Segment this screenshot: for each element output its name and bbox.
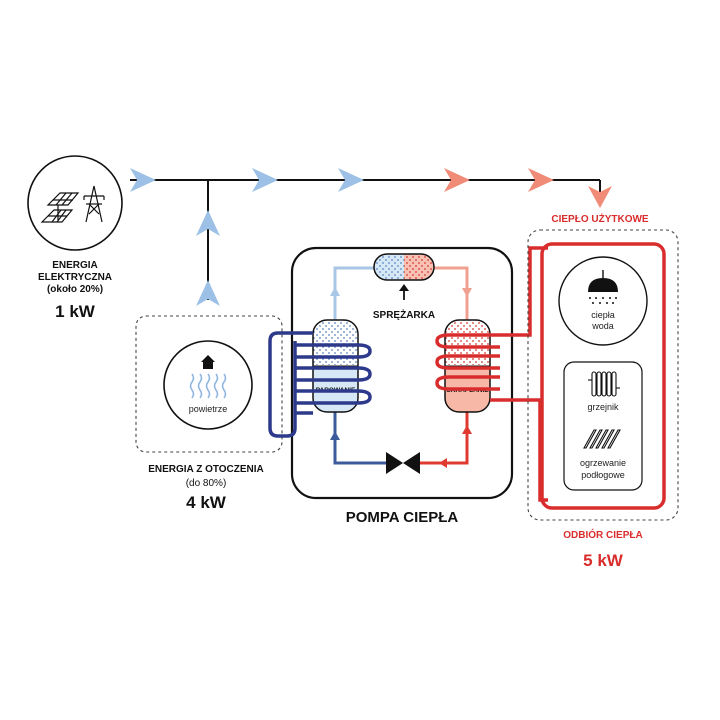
- heat-output: CIEPŁO UŻYTKOWE ciepła woda: [527, 212, 679, 570]
- liquid-pipe-hot: [420, 412, 469, 465]
- house-icon: [201, 355, 215, 369]
- environment-energy-label: ENERGIA Z OTOCZENIA: [148, 464, 264, 475]
- cold-refrigerant-pipe: [333, 266, 374, 320]
- expansion-valve-icon: [386, 452, 420, 474]
- solar-panels-icon: [40, 192, 80, 223]
- electric-energy-label: ELEKTRYCZNA: [38, 272, 112, 283]
- floor-heating-icon: [583, 429, 621, 449]
- hot-water-label: woda: [591, 321, 614, 331]
- floor-heating-label: ogrzewanie: [580, 458, 626, 468]
- heating-devices-box: [563, 361, 643, 491]
- compressor-arrow-icon: [399, 284, 409, 300]
- environment-energy-value: 4 kW: [186, 493, 227, 512]
- environment-energy-share: (do 80%): [186, 478, 227, 489]
- air-waves-icon: [189, 373, 227, 399]
- shower-icon: [588, 270, 618, 304]
- hot-refrigerant-pipe: [434, 266, 469, 320]
- flow-arrow: [252, 168, 278, 192]
- condenser-coil: [435, 246, 548, 502]
- hot-flow-arrows: [444, 168, 612, 208]
- electric-energy-label: ENERGIA: [52, 260, 98, 271]
- heat-output-label: ODBIÓR CIEPŁA: [563, 528, 642, 541]
- heat-pump-title: POMPA CIEPŁA: [346, 509, 459, 526]
- flow-arrow: [528, 168, 554, 192]
- radiator-icon: [588, 371, 620, 397]
- useful-heat-label: CIEPŁO UŻYTKOWE: [551, 212, 649, 225]
- evaporator-coil: [268, 331, 372, 438]
- flow-arrow: [338, 168, 364, 192]
- air-label: powietrze: [189, 404, 228, 414]
- compressor: SPRĘŻARKA: [373, 253, 435, 321]
- evaporator: PAROWANIE: [312, 319, 359, 413]
- floor-heating-label: podłogowe: [581, 470, 625, 480]
- electric-energy-source: ENERGIA ELEKTRYCZNA (około 20%) 1 kW: [27, 155, 123, 321]
- output-dashed-box: [527, 229, 679, 521]
- radiator-label: grzejnik: [587, 402, 619, 412]
- pipe-arrows: [330, 287, 472, 468]
- heating-circuit: [540, 242, 666, 510]
- flow-arrow: [588, 186, 612, 208]
- flow-arrow: [196, 210, 220, 236]
- hot-water-circle: [558, 256, 648, 346]
- heat-pump-box: [290, 246, 514, 500]
- compressor-label: SPRĘŻARKA: [373, 308, 435, 321]
- heat-pump: POMPA CIEPŁA: [290, 246, 514, 526]
- flow-arrow: [130, 168, 156, 192]
- heat-output-value: 5 kW: [583, 551, 624, 570]
- power-pylon-icon: [83, 185, 105, 223]
- environment-energy: powietrze ENERGIA Z OTOCZENIA (do 80%) 4…: [135, 315, 283, 512]
- electric-energy-share: (około 20%): [47, 284, 103, 295]
- environment-box: [135, 315, 283, 453]
- liquid-pipe-cold: [333, 412, 386, 465]
- flow-arrow: [196, 280, 220, 306]
- electric-energy-value: 1 kW: [55, 302, 96, 321]
- flow-arrow: [444, 168, 470, 192]
- hot-water-label: ciepła: [591, 310, 615, 320]
- cold-flow-arrows: [130, 168, 364, 306]
